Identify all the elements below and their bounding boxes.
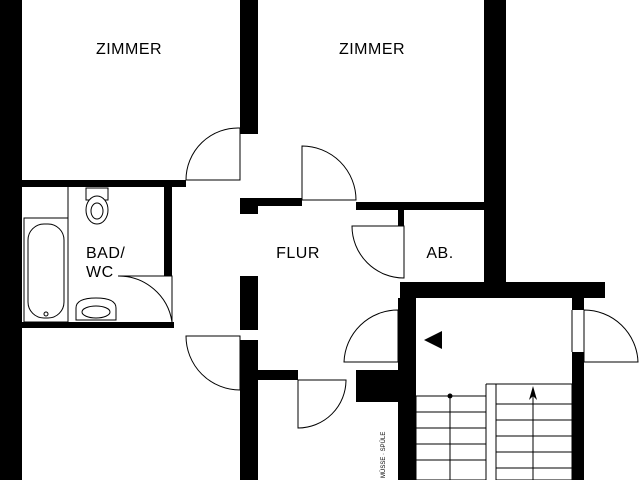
bathtub-drain	[43, 311, 49, 317]
doors	[117, 127, 639, 429]
wall-lower-room-top	[258, 370, 298, 380]
wall-stair-left	[398, 298, 416, 480]
door-lower-left	[185, 335, 241, 391]
wall-pillar	[356, 370, 398, 402]
stair-annotation: MÜSSE · SPÜLE	[380, 432, 387, 478]
room-labels: ZIMMER ZIMMER BAD/ WC FLUR AB. MÜSSE · S…	[86, 41, 453, 478]
door-neighbor	[583, 309, 639, 363]
stair-walkline-dot	[447, 393, 453, 399]
triangle-left-icon	[424, 331, 442, 349]
door-ab	[351, 225, 405, 279]
wall-stair-right	[572, 298, 584, 310]
stair-right-flight	[495, 383, 573, 480]
wall-flur-left-lower	[240, 276, 258, 330]
room-label-bad-line2: WC	[86, 264, 114, 281]
wall-bad-flur	[164, 187, 172, 276]
wall-zimmer-divider-lower	[240, 198, 258, 214]
wall-zimmer-right-bottom-a	[258, 198, 302, 206]
sink-basin	[81, 305, 111, 319]
door-lower-mid	[297, 379, 347, 429]
wall-zimmer-divider	[240, 0, 258, 134]
door-bad	[117, 275, 173, 323]
wall-stair-top	[400, 282, 605, 298]
room-label-zimmer-right: ZIMMER	[339, 41, 405, 58]
room-label-zimmer-left: ZIMMER	[96, 41, 162, 58]
bathtub-inner	[27, 223, 65, 319]
wall-zimmer-right	[484, 0, 506, 282]
door-zimmer-left	[185, 127, 241, 181]
wall-bad-bottom	[22, 322, 174, 328]
door-entrance	[343, 309, 399, 363]
wall-flur-left-bottom	[240, 340, 258, 480]
door-zimmer-right	[301, 145, 357, 201]
wall-left-outer	[0, 0, 22, 480]
wall-zimmer-right-bottom-b	[356, 202, 484, 210]
wall-zimmer-left-bottom	[22, 180, 186, 187]
room-label-bad-line1: BAD/	[86, 245, 125, 262]
wall-stair-right-lower	[572, 352, 584, 480]
room-label-ab: AB.	[426, 245, 453, 262]
stairs	[415, 383, 573, 480]
arrow-up-icon	[529, 386, 537, 400]
stair-left-flight	[415, 395, 487, 480]
wall-ab-left	[398, 210, 404, 226]
toilet-seat	[90, 202, 104, 220]
room-label-flur: FLUR	[276, 245, 320, 262]
bathroom-fixtures	[23, 187, 117, 323]
